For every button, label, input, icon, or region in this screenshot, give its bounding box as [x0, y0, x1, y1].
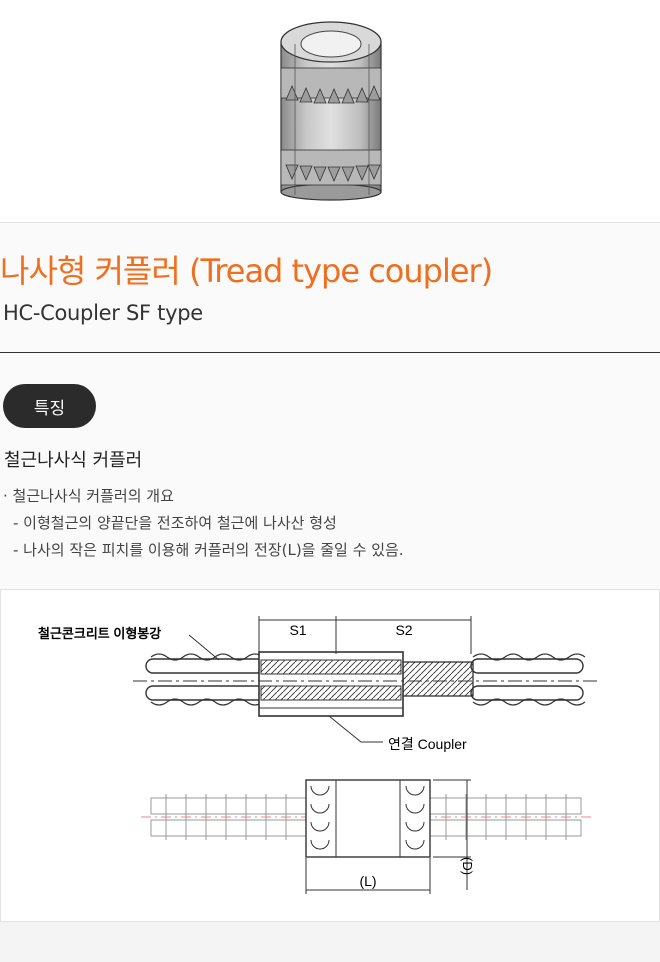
diameter-label: (D): [460, 857, 475, 875]
product-title: 나사형 커플러 (Tread type coupler): [0, 252, 493, 290]
text-area: [0, 223, 660, 593]
technical-diagram-panel: S1 S2 철근콘크리트 이형봉강 연결 Coupler: [0, 589, 660, 922]
rebar-label: 철근콘크리트 이형봉강: [38, 626, 161, 641]
coupler-label: 연결 Coupler: [388, 736, 467, 752]
product-image-panel: [0, 0, 660, 223]
list-item: · 철근나사식 커플러의 개요: [3, 487, 174, 505]
features-list: · 철근나사식 커플러의 개요 - 이형철근의 양끝단을 전조하여 철근에 나사…: [3, 483, 404, 564]
s1-label: S1: [289, 622, 306, 638]
list-item: - 나사의 작은 피치를 이용해 커플러의 전장(L)을 줄일 수 있음.: [13, 541, 404, 559]
divider: [0, 352, 660, 353]
coupler-diagram: S1 S2 철근콘크리트 이형봉강 연결 Coupler: [38, 616, 597, 894]
features-heading: 철근나사식 커플러: [4, 450, 143, 471]
coupler-product-image: [280, 21, 382, 201]
list-item: - 이형철근의 양끝단을 전조하여 철근에 나사산 형성: [13, 514, 337, 532]
features-badge: 특징: [3, 384, 96, 428]
s2-label: S2: [395, 622, 412, 638]
product-subtitle: HC-Coupler SF type: [3, 301, 203, 325]
length-label: (L): [359, 873, 376, 889]
